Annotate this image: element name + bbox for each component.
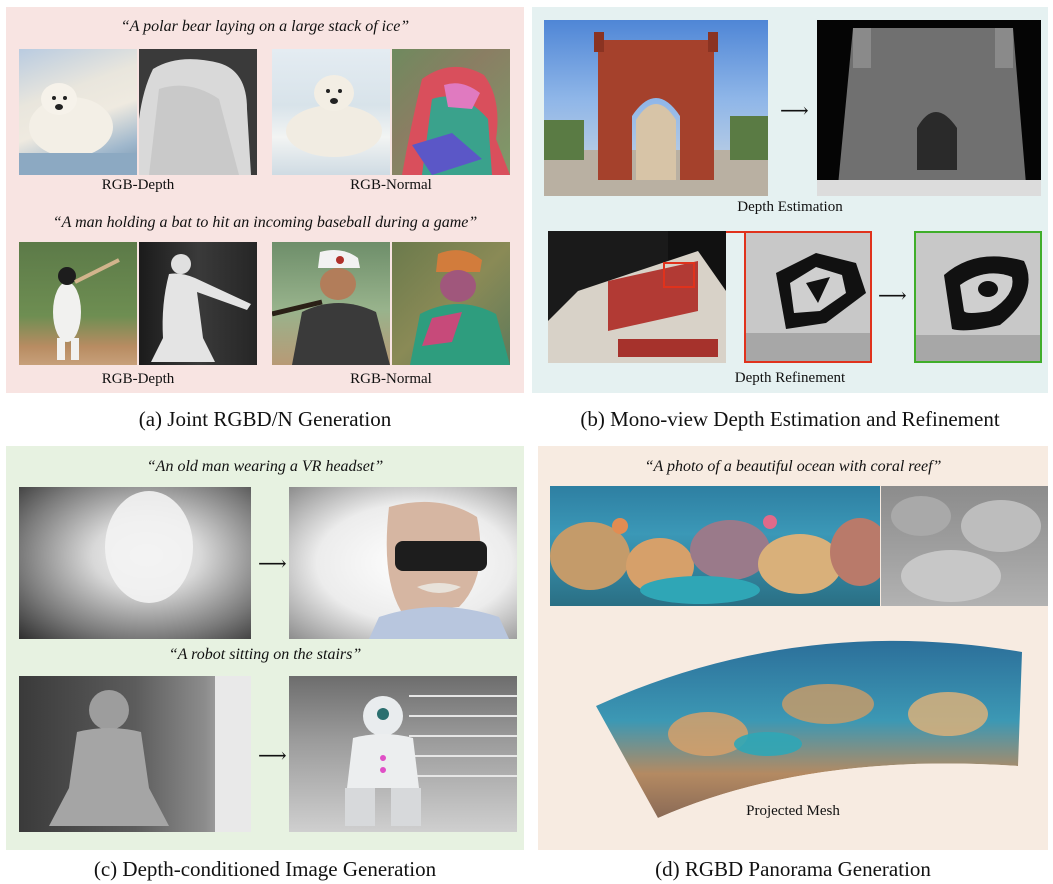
polar-bear-normal-image xyxy=(392,49,510,175)
robot-rgb-image xyxy=(289,676,517,832)
caption-rgb-depth-2: RGB-Depth xyxy=(101,371,175,387)
baseball-normal-image xyxy=(392,242,510,365)
panel-d-subtitle: (d) RGBD Panorama Generation xyxy=(655,857,931,881)
arch-depth-image xyxy=(817,20,1041,196)
panel-d-quote-1: “A photo of a beautiful ocean with coral… xyxy=(644,458,942,475)
old-man-depth-image xyxy=(19,487,251,639)
panel-a-subtitle: (a) Joint RGBD/N Generation xyxy=(138,407,392,431)
projected-mesh-image xyxy=(578,634,1038,822)
panel-c-subtitle: (c) Depth-conditioned Image Generation xyxy=(93,857,437,881)
zoom-line-top xyxy=(726,231,744,233)
arrow-right-icon-3: ⟶ xyxy=(258,553,287,575)
arch-rgb-image xyxy=(544,20,768,196)
baseball-depth-image xyxy=(139,242,257,365)
arrow-right-icon-2: ⟶ xyxy=(878,285,907,307)
baseball-rgb-image-2 xyxy=(272,242,390,365)
refined-depth-image xyxy=(914,231,1042,363)
caption-depth-estimation: Depth Estimation xyxy=(737,199,843,215)
panel-a: “A polar bear laying on a large stack of… xyxy=(6,7,524,393)
panel-c-quote-2: “A robot sitting on the stairs” xyxy=(168,646,362,663)
caption-projected-mesh: Projected Mesh xyxy=(746,803,840,819)
polar-bear-rgb-image xyxy=(19,49,137,175)
caption-depth-refinement: Depth Refinement xyxy=(734,370,846,386)
depth-zoom-image xyxy=(744,231,872,363)
caption-rgb-normal-2: RGB-Normal xyxy=(350,371,432,387)
panel-c: “An old man wearing a VR headset” ⟶ “A r… xyxy=(6,446,524,850)
panel-b: ⟶ Depth Estimation ⟶ xyxy=(532,7,1048,393)
panel-a-quote-2: “A man holding a bat to hit an incoming … xyxy=(52,214,478,231)
coral-reef-panorama-depth-image xyxy=(881,486,1048,606)
panel-a-quote-1: “A polar bear laying on a large stack of… xyxy=(120,18,410,35)
caption-rgb-depth-1: RGB-Depth xyxy=(101,177,175,193)
robot-depth-image xyxy=(19,676,251,832)
polar-bear-depth-image xyxy=(139,49,257,175)
baseball-rgb-image xyxy=(19,242,137,365)
panel-c-quote-1: “An old man wearing a VR headset” xyxy=(146,458,384,475)
market-sign-rgb-image xyxy=(548,231,726,363)
old-man-vr-rgb-image xyxy=(289,487,517,639)
arrow-right-icon-4: ⟶ xyxy=(258,745,287,767)
arrow-right-icon: ⟶ xyxy=(780,100,809,122)
panel-d: “A photo of a beautiful ocean with coral… xyxy=(538,446,1048,850)
caption-rgb-normal-1: RGB-Normal xyxy=(350,177,432,193)
polar-bear-rgb-image-2 xyxy=(272,49,390,175)
coral-reef-panorama-rgb-image xyxy=(550,486,880,606)
panel-b-subtitle: (b) Mono-view Depth Estimation and Refin… xyxy=(580,407,1000,431)
